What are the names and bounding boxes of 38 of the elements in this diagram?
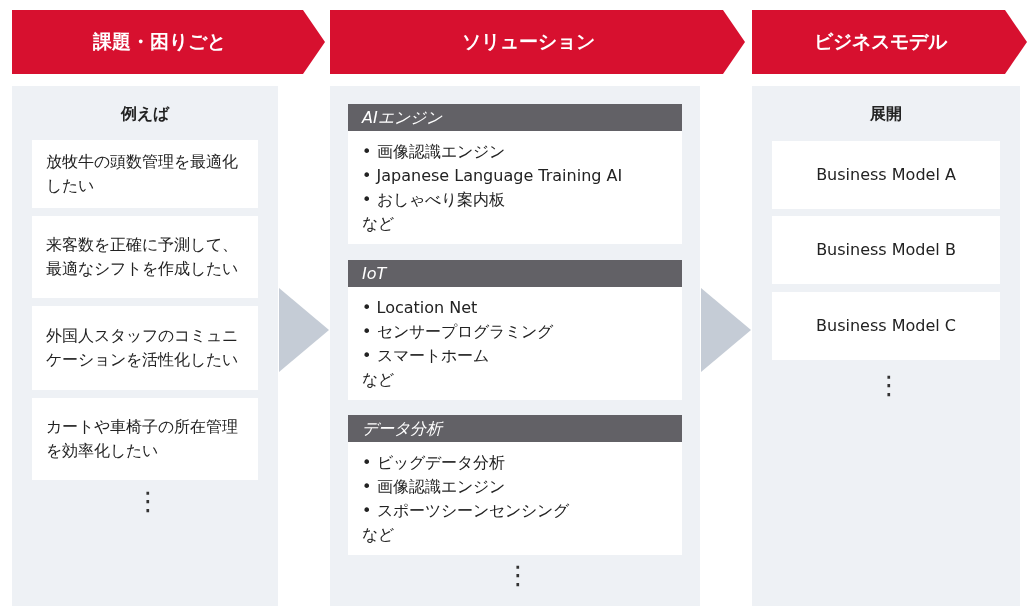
chevron-arrow xyxy=(701,288,751,372)
problem-card: カートや車椅子の所在管理を効率化したい xyxy=(32,398,258,480)
column-panel xyxy=(330,86,700,606)
solution-section xyxy=(348,415,682,555)
chevron-header: ビジネスモデル xyxy=(752,10,1027,74)
bullet-item: • スマートホーム xyxy=(362,345,489,367)
chevron-arrow xyxy=(279,288,329,372)
model-card: Business Model C xyxy=(772,292,1000,360)
solution-section xyxy=(348,260,682,400)
chevron-header: ソリューション xyxy=(330,10,745,74)
chevron-header: 課題・困りごと xyxy=(12,10,325,74)
section-header: データ分析 xyxy=(348,415,682,442)
bullet-item: • おしゃべり案内板 xyxy=(362,189,505,211)
problem-card: 外国人スタッフのコミュニケーションを活性化したい xyxy=(32,306,258,390)
bullet-item: • ビッグデータ分析 xyxy=(362,452,505,474)
problem-card: 放牧牛の頭数管理を最適化したい xyxy=(32,140,258,208)
bullet-item: • Location Net xyxy=(362,297,478,319)
solution-section xyxy=(348,104,682,244)
model-card: Business Model A xyxy=(772,141,1000,209)
column-panel xyxy=(752,86,1020,606)
note-text: など xyxy=(362,213,394,235)
bullet-item: • 画像認識エンジン xyxy=(362,476,505,498)
ellipsis-dots: ⋮ xyxy=(505,560,525,592)
problem-card: 来客数を正確に予測して、最適なシフトを作成したい xyxy=(32,216,258,298)
model-card: Business Model B xyxy=(772,216,1000,284)
section-header: IoT xyxy=(348,260,682,287)
section-header: AIエンジン xyxy=(348,104,682,131)
note-text: など xyxy=(362,524,394,546)
bullet-item: • Japanese Language Training AI xyxy=(362,165,623,187)
note-text: など xyxy=(362,369,394,391)
bullet-item: • センサープログラミング xyxy=(362,321,553,343)
column-panel xyxy=(12,86,278,606)
column-heading: 展開 xyxy=(869,104,903,125)
column-heading: 例えば xyxy=(119,104,171,125)
ellipsis-dots: ⋮ xyxy=(876,370,896,402)
bullet-item: • 画像認識エンジン xyxy=(362,141,505,163)
bullet-item: • スポーツシーンセンシング xyxy=(362,500,569,522)
ellipsis-dots: ⋮ xyxy=(135,486,155,518)
